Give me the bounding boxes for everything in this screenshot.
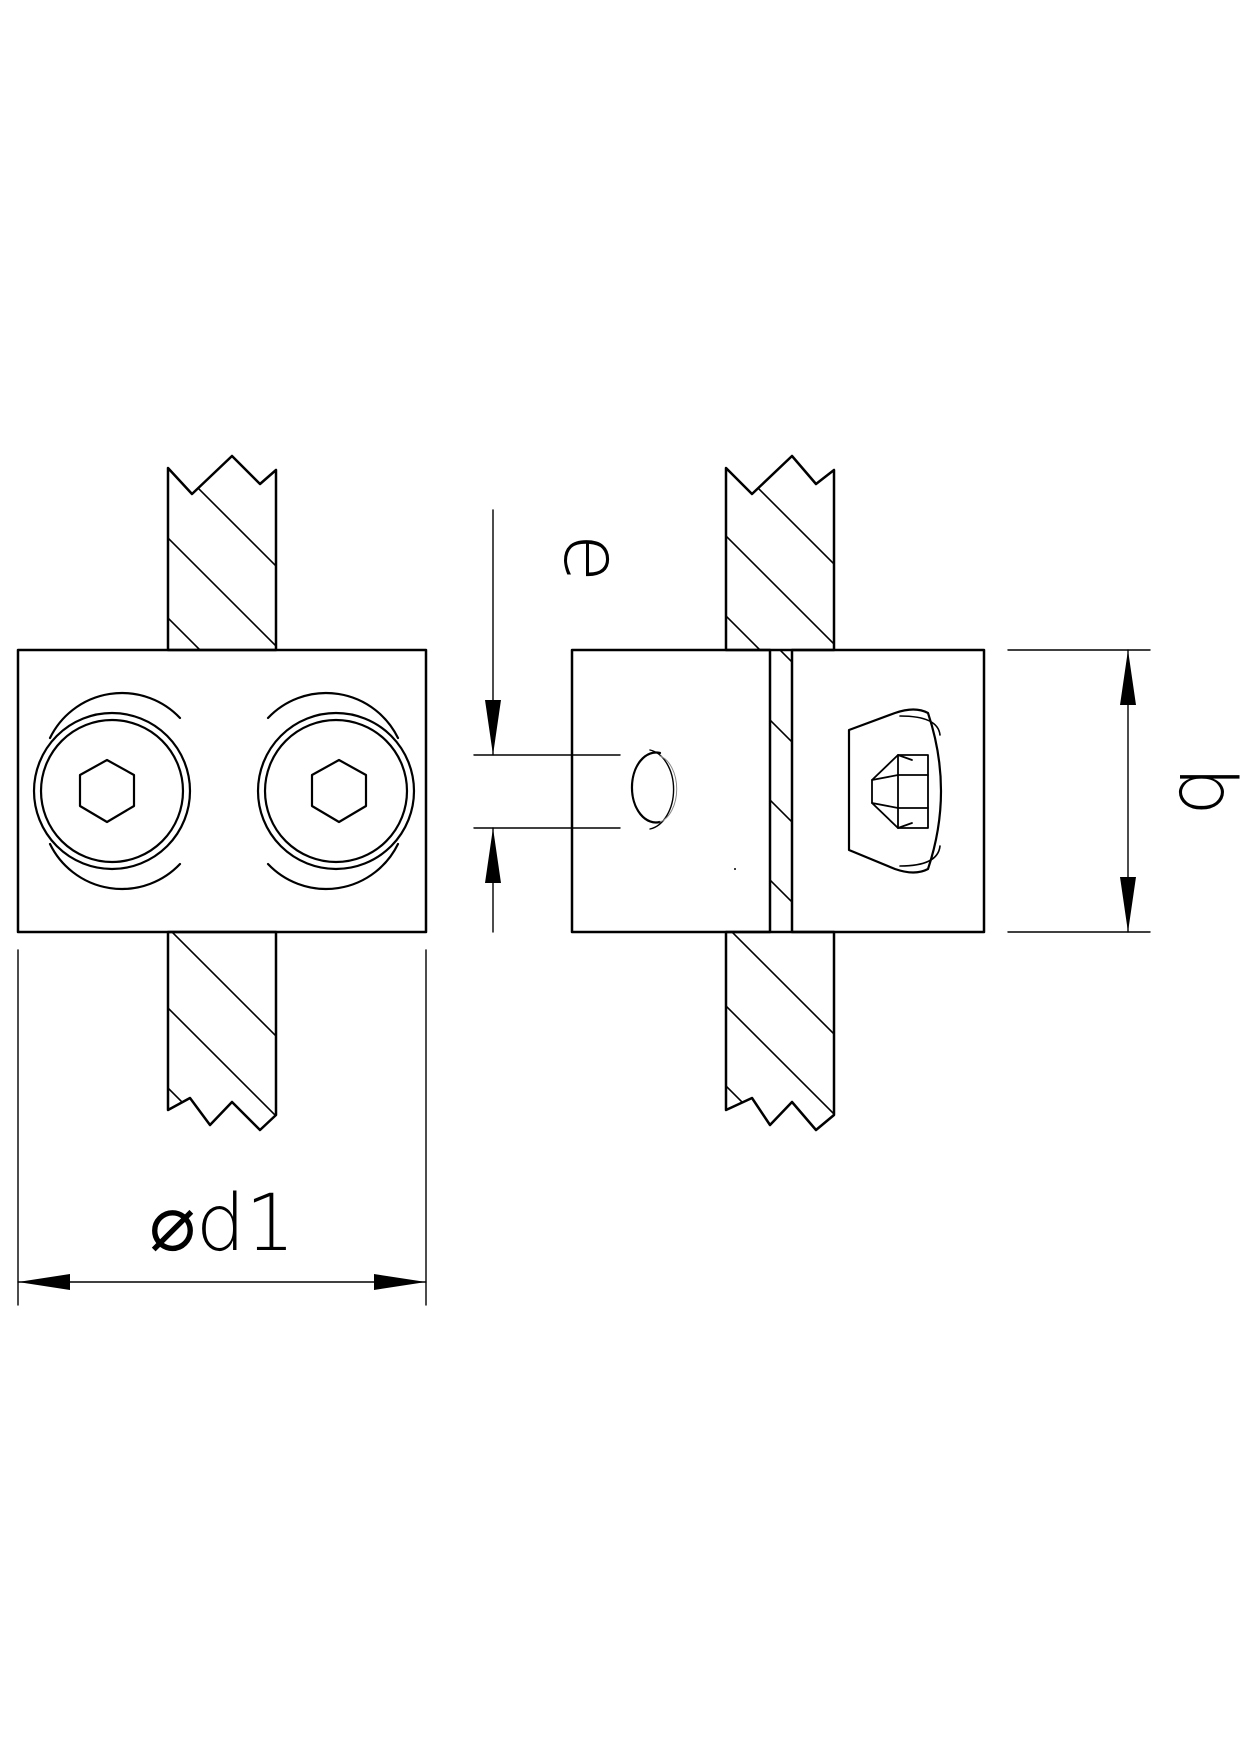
hex-socket-icon <box>310 758 368 824</box>
socket-recess <box>847 708 943 874</box>
clamp-block-left-side <box>570 648 772 934</box>
left-view <box>16 454 428 1306</box>
socket-bolt-left <box>32 691 192 891</box>
right-view <box>473 454 1151 1132</box>
glass-pane-top-right <box>724 454 836 652</box>
hex-socket-icon <box>78 758 136 824</box>
dimension-d1 <box>17 949 427 1306</box>
dimension-b-label: b <box>1161 766 1240 816</box>
glass-pane-bottom-right <box>724 930 836 1132</box>
pin-hole <box>630 749 678 830</box>
dimension-b <box>1007 649 1151 933</box>
dimension-d1-label: ⌀d1 <box>149 1179 295 1269</box>
dimension-e <box>473 509 621 933</box>
glass-pane-bottom-left <box>166 930 278 1132</box>
glass-pane-top-left <box>166 454 278 652</box>
clamp-block-right-side <box>790 648 986 934</box>
glass-pane-between-blocks <box>770 650 792 904</box>
socket-bolt-right <box>256 691 416 891</box>
hex-bolt-icon <box>871 754 929 829</box>
dimension-e-label: e <box>546 534 636 582</box>
center-dot <box>734 868 736 870</box>
clamp-body-front <box>16 648 428 934</box>
